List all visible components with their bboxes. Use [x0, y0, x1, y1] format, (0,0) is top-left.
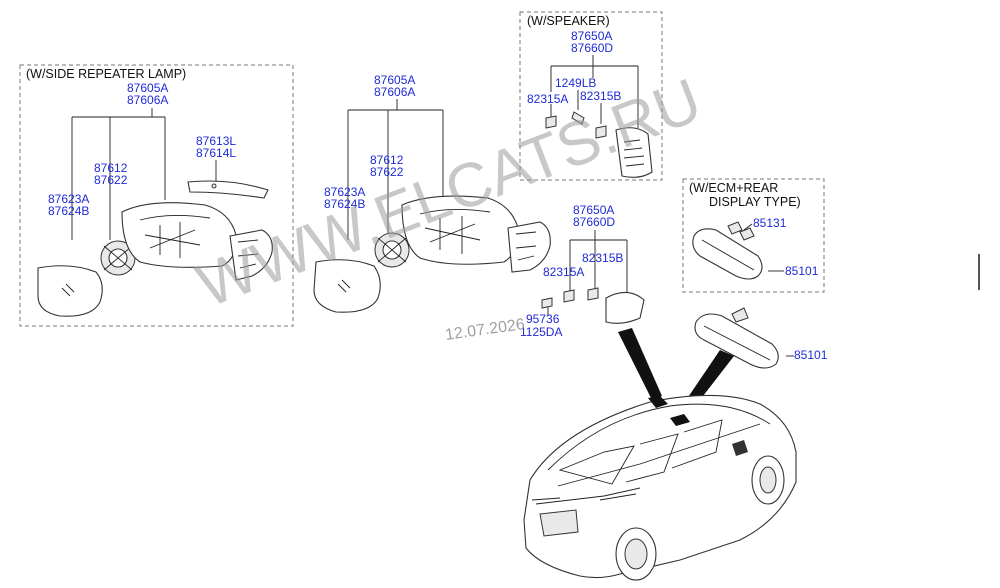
label-87622-mid: 87622	[370, 165, 404, 179]
label-82315B-mid: 82315B	[582, 251, 623, 265]
label-87613L: 87613L	[196, 134, 236, 148]
label-87623A-mid: 87623A	[324, 185, 365, 199]
group-left-mirror: 87605A 87606A 87613L 87614L 87612 87622 …	[37, 81, 273, 317]
ecm-inner-mirror	[692, 228, 763, 280]
box-side-repeater	[19, 64, 294, 327]
label-87624B-left: 87624B	[48, 204, 89, 218]
label-82315B-spk: 82315B	[580, 89, 621, 103]
header-side-repeater: (W/SIDE REPEATER LAMP)	[26, 67, 186, 81]
label-87605A-left: 87605A	[127, 81, 168, 95]
label-95736: 95736	[526, 312, 560, 326]
header-ecm-line2: DISPLAY TYPE)	[709, 195, 801, 209]
label-87660D-spk: 87660D	[571, 41, 613, 55]
label-87624B-mid: 87624B	[324, 197, 365, 211]
date-stamp: 12.07.2026	[444, 316, 526, 344]
group-speaker: 87650A 87660D 1249LB 82315A 82315B	[527, 29, 653, 178]
box-ecm	[682, 178, 825, 293]
repeater-lamp	[187, 180, 269, 199]
label-85101-main: 85101	[794, 348, 828, 362]
label-87622-left: 87622	[94, 173, 128, 187]
actuator-mid	[374, 232, 410, 268]
edge-mark	[978, 254, 980, 290]
mirror-glass-mid	[313, 259, 381, 313]
label-1249LB: 1249LB	[555, 76, 596, 90]
actuator-left	[100, 240, 136, 276]
mirror-glass-left	[37, 265, 103, 317]
inner-cover	[605, 291, 645, 324]
group-cover: 87650A 87660D 82315B 82315A 95736 1125DA	[520, 203, 645, 339]
box-speaker	[519, 11, 663, 181]
label-85131: 85131	[753, 216, 787, 230]
label-87605A-mid: 87605A	[374, 73, 415, 87]
label-87612-left: 87612	[94, 161, 128, 175]
label-87612-mid: 87612	[370, 153, 404, 167]
label-82315A-mid: 82315A	[543, 265, 584, 279]
header-ecm-line1: (W/ECM+REAR	[689, 181, 778, 195]
speaker-cover	[615, 127, 653, 178]
label-87623A-left: 87623A	[48, 192, 89, 206]
label-82315A-spk: 82315A	[527, 92, 568, 106]
label-87650A-mid: 87650A	[573, 203, 614, 217]
pointer-wedge-mirror	[618, 328, 662, 400]
header-speaker: (W/SPEAKER)	[527, 14, 610, 28]
group-middle-mirror: 87605A 87606A 87612 87622 87623A 87624B	[313, 73, 551, 313]
label-87606A-left: 87606A	[127, 93, 168, 107]
group-ecm-mirror: 85131 85101	[692, 216, 819, 280]
car-outline	[523, 394, 797, 581]
group-inner-mirror: 85101	[694, 307, 828, 369]
label-85101-ecm: 85101	[785, 264, 819, 278]
label-87606A-mid: 87606A	[374, 85, 415, 99]
label-87650A-spk: 87650A	[571, 29, 612, 43]
label-87614L: 87614L	[196, 146, 236, 160]
label-1125DA: 1125DA	[520, 325, 562, 339]
inner-mirror	[694, 313, 779, 369]
label-87660D-mid: 87660D	[573, 215, 615, 229]
